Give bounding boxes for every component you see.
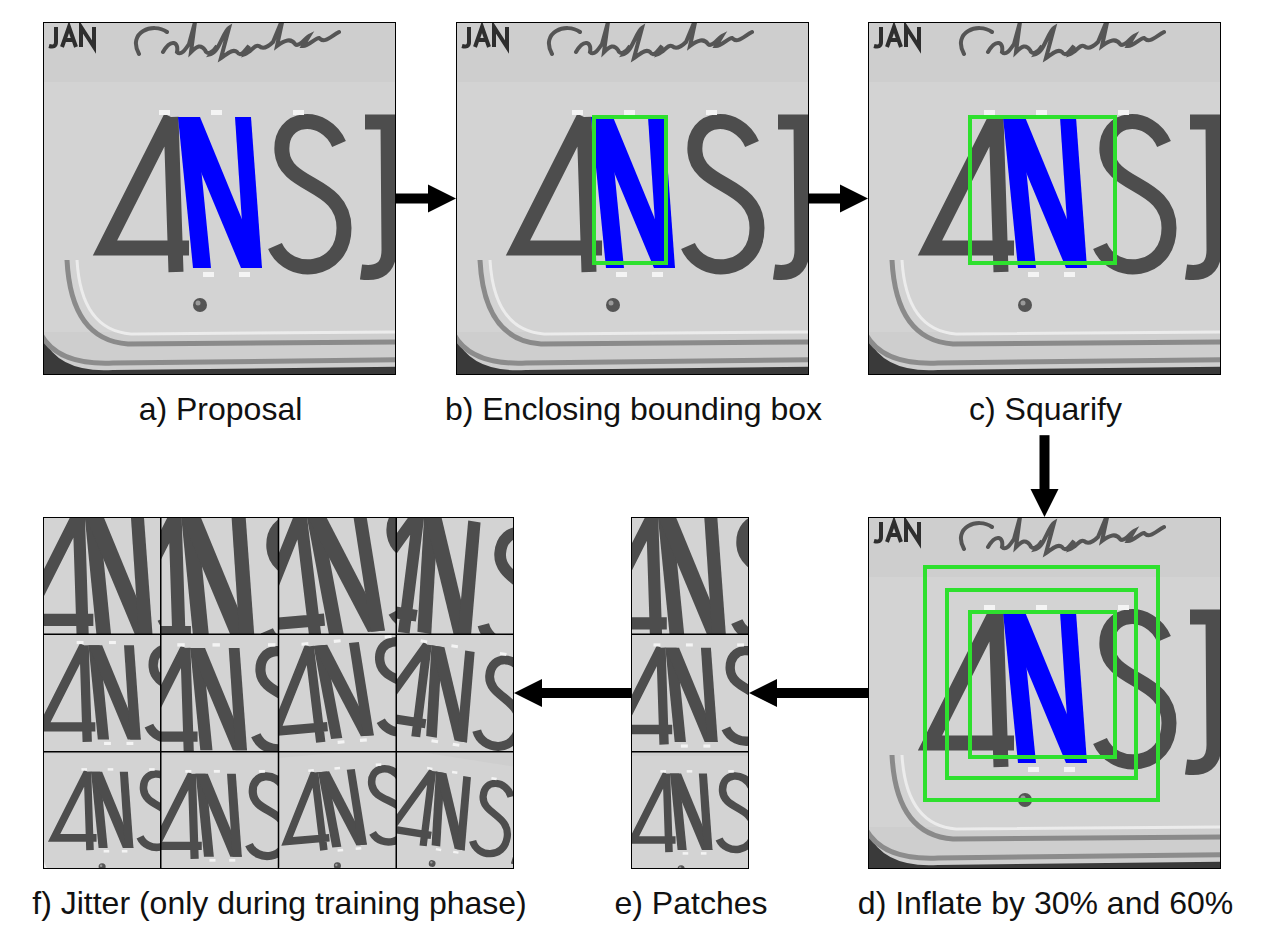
image-panel: a) Proposal: [43, 22, 396, 375]
bounding-box: [594, 117, 666, 263]
plate-photo: [868, 22, 1221, 375]
plate-photo: [868, 517, 1221, 869]
inflated-box: [925, 567, 1158, 800]
panel-caption: a) Proposal: [139, 392, 303, 427]
panel-caption: b) Enclosing bounding box: [445, 392, 822, 427]
jitter-grid-panel: f) Jitter (only during training phase): [43, 517, 514, 869]
panel-caption: c) Squarify: [969, 392, 1122, 427]
square-box: [970, 117, 1115, 263]
square-box: [970, 612, 1115, 757]
image-panel: b) Enclosing bounding box: [456, 22, 809, 375]
flow-arrow: [396, 194, 436, 204]
flow-arrow: [1040, 435, 1050, 497]
inflated-box: [947, 590, 1136, 778]
patch-column: e) Patches: [631, 517, 749, 869]
jitter-grid: [43, 517, 514, 869]
flow-arrow: [769, 688, 868, 698]
flow-arrow: [809, 194, 848, 204]
image-panel: c) Squarify: [868, 22, 1221, 375]
panel-caption: f) Jitter (only during training phase): [32, 886, 526, 921]
plate-photo: [43, 22, 396, 375]
flow-arrow: [534, 688, 631, 698]
patch-stack: [631, 517, 749, 869]
panel-caption: d) Inflate by 30% and 60%: [858, 886, 1233, 921]
image-panel: d) Inflate by 30% and 60%: [868, 517, 1221, 869]
panel-caption: e) Patches: [615, 886, 768, 921]
plate-photo: [456, 22, 809, 375]
